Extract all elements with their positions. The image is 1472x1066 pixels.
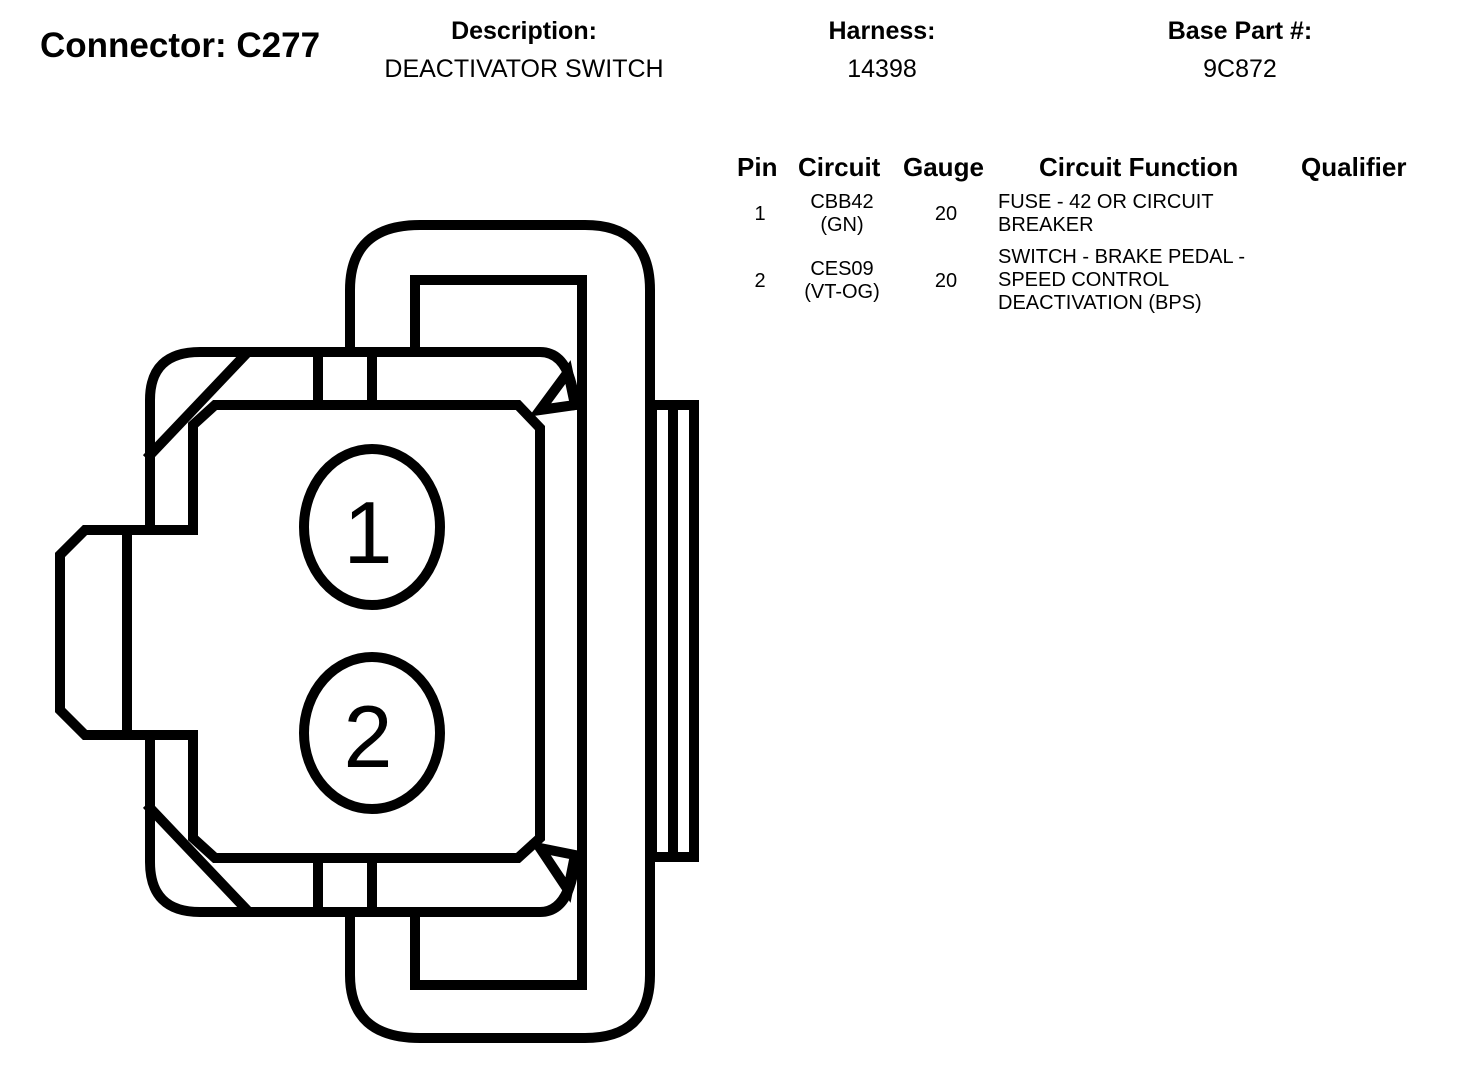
pin-2-label: 2 (344, 687, 393, 786)
chamfer-top-left (142, 347, 253, 463)
locking-loop-outer (345, 220, 655, 1043)
row-function-line3: DEACTIVATION (BPS) (998, 292, 1202, 314)
description-value: DEACTIVATOR SWITCH (384, 55, 664, 83)
harness-value: 14398 (847, 55, 917, 83)
description-label: Description: (451, 17, 597, 45)
pin-1: 1 (299, 444, 445, 610)
pin-2: 2 (299, 652, 445, 814)
pin-1-label: 1 (344, 483, 393, 582)
base-part-value: 9C872 (1203, 55, 1277, 83)
row-gauge: 20 (934, 270, 958, 292)
column-header-circuit: Circuit (798, 152, 881, 182)
housing-shell (145, 347, 581, 917)
row-circuit-color: (GN) (820, 214, 864, 236)
row-function-line1: SWITCH - BRAKE PEDAL - (998, 246, 1246, 268)
pin-1-circle (299, 444, 445, 610)
key-tab (55, 525, 198, 740)
row-circuit-color: (VT-OG) (804, 281, 880, 303)
column-header-gauge: Gauge (903, 152, 984, 182)
row-gauge: 20 (934, 203, 958, 225)
row-function-line1: FUSE - 42 OR CIRCUIT (998, 191, 1214, 213)
row-pin: 1 (754, 203, 766, 225)
row-circuit: CES09 (810, 258, 874, 280)
row-function-line2: SPEED CONTROL (998, 269, 1170, 291)
harness-label: Harness: (828, 17, 936, 45)
chamfer-bottom-left (142, 800, 253, 916)
latch-arrow-bottom (529, 840, 581, 903)
base-part-label: Base Part #: (1167, 17, 1313, 45)
row-pin: 2 (754, 270, 766, 292)
column-header-qualifier: Qualifier (1301, 152, 1407, 182)
locking-loop-inner (410, 275, 587, 990)
connector-title: Connector: C277 (40, 26, 321, 65)
row-function-line2: BREAKER (998, 214, 1094, 236)
latch-arrow-top (528, 360, 582, 417)
column-header-pin: Pin (737, 152, 778, 182)
column-header-circuit-function: Circuit Function (1039, 152, 1239, 182)
pin-2-circle (299, 652, 445, 814)
cavity-face (188, 400, 545, 863)
row-circuit: CBB42 (810, 191, 874, 213)
